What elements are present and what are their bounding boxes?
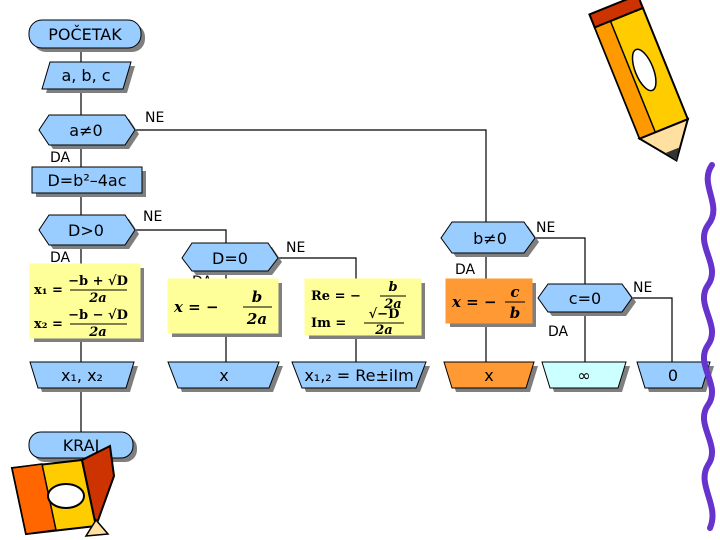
start-label: POČETAK xyxy=(48,25,122,44)
formula-im-num: √−D xyxy=(369,307,400,322)
output-x-linear-label: x xyxy=(484,366,493,385)
decision-d-positive: D>0 xyxy=(38,214,139,249)
decision-d-pos-label: D>0 xyxy=(68,221,104,240)
label-yes-c: DA xyxy=(548,324,569,340)
label-no-c: NE xyxy=(633,280,652,296)
formula-re-den: 2a xyxy=(383,297,401,312)
formula-double-root: x = − b 2a xyxy=(167,278,282,337)
output-infinity: ∞ xyxy=(541,361,630,392)
formula-x-den: 2a xyxy=(246,310,267,328)
discriminant-rect: D=b²–4ac xyxy=(31,166,146,197)
formula-x1-num: −b + √D xyxy=(68,274,128,289)
start-terminator: POČETAK xyxy=(28,19,145,52)
pencil-icon xyxy=(588,0,690,162)
output-infinity-label: ∞ xyxy=(577,366,590,385)
output-x1-x2-label: x₁, x₂ xyxy=(61,366,103,385)
label-yes-b: DA xyxy=(455,262,476,278)
decision-a-nonzero: a≠0 xyxy=(38,114,139,149)
formula-im-lhs: Im = xyxy=(311,316,346,331)
formula-quadratic-roots: x₁ = −b + √D 2a x₂ = −b − √D 2a xyxy=(29,263,144,342)
input-label: a, b, c xyxy=(61,66,110,85)
decision-c-zero: c=0 xyxy=(537,283,636,316)
formula-x2-num: −b − √D xyxy=(68,308,128,323)
output-x1-x2: x₁, x₂ xyxy=(29,361,138,392)
label-no-dzero: NE xyxy=(286,240,305,256)
decision-a-label: a≠0 xyxy=(69,121,102,140)
formula-re-num: b xyxy=(388,280,397,295)
formula-lin-lhs: x = − xyxy=(451,293,497,311)
label-yes-dpos: DA xyxy=(50,250,71,266)
label-yes-a: DA xyxy=(50,150,71,166)
discriminant-label: D=b²–4ac xyxy=(47,171,126,190)
formula-x1-lhs: x₁ = xyxy=(34,283,63,298)
decision-b-label: b≠0 xyxy=(473,229,507,248)
formula-linear-root: x = − c b xyxy=(445,278,536,327)
formula-re-lhs: Re = − xyxy=(311,289,361,304)
output-zero: 0 xyxy=(636,361,714,392)
formula-lin-num: c xyxy=(510,283,519,301)
formula-complex-parts: Re = − b 2a Im = √−D 2a xyxy=(304,278,425,339)
wavy-line-decoration xyxy=(700,162,717,531)
formula-x-lhs: x = − xyxy=(173,298,219,316)
formula-x2-lhs: x₂ = xyxy=(34,317,63,332)
input-parallelogram: a, b, c xyxy=(41,61,135,93)
output-x-double: x xyxy=(167,361,283,392)
pencil-sharpener-icon xyxy=(10,444,116,537)
decision-b-nonzero: b≠0 xyxy=(440,221,539,257)
output-complex: x₁,₂ = Re±iIm xyxy=(291,361,430,392)
label-no-dpos: NE xyxy=(143,209,162,225)
label-no-a: NE xyxy=(145,110,164,126)
output-x-linear: x xyxy=(443,361,538,392)
output-complex-label: x₁,₂ = Re±iIm xyxy=(304,366,413,385)
decision-d-zero-label: D=0 xyxy=(212,249,248,268)
decision-c-label: c=0 xyxy=(569,289,601,308)
output-x-label: x xyxy=(219,366,228,385)
formula-x1-den: 2a xyxy=(88,291,106,306)
label-no-b: NE xyxy=(536,220,555,236)
formula-lin-den: b xyxy=(510,304,521,322)
formula-im-den: 2a xyxy=(374,323,392,338)
formula-x2-den: 2a xyxy=(88,325,106,340)
decision-d-zero: D=0 xyxy=(181,242,282,275)
end-terminator: KRAJ xyxy=(28,431,137,462)
output-zero-label: 0 xyxy=(668,366,678,385)
end-label: KRAJ xyxy=(63,436,100,455)
formula-x-num: b xyxy=(252,288,263,306)
